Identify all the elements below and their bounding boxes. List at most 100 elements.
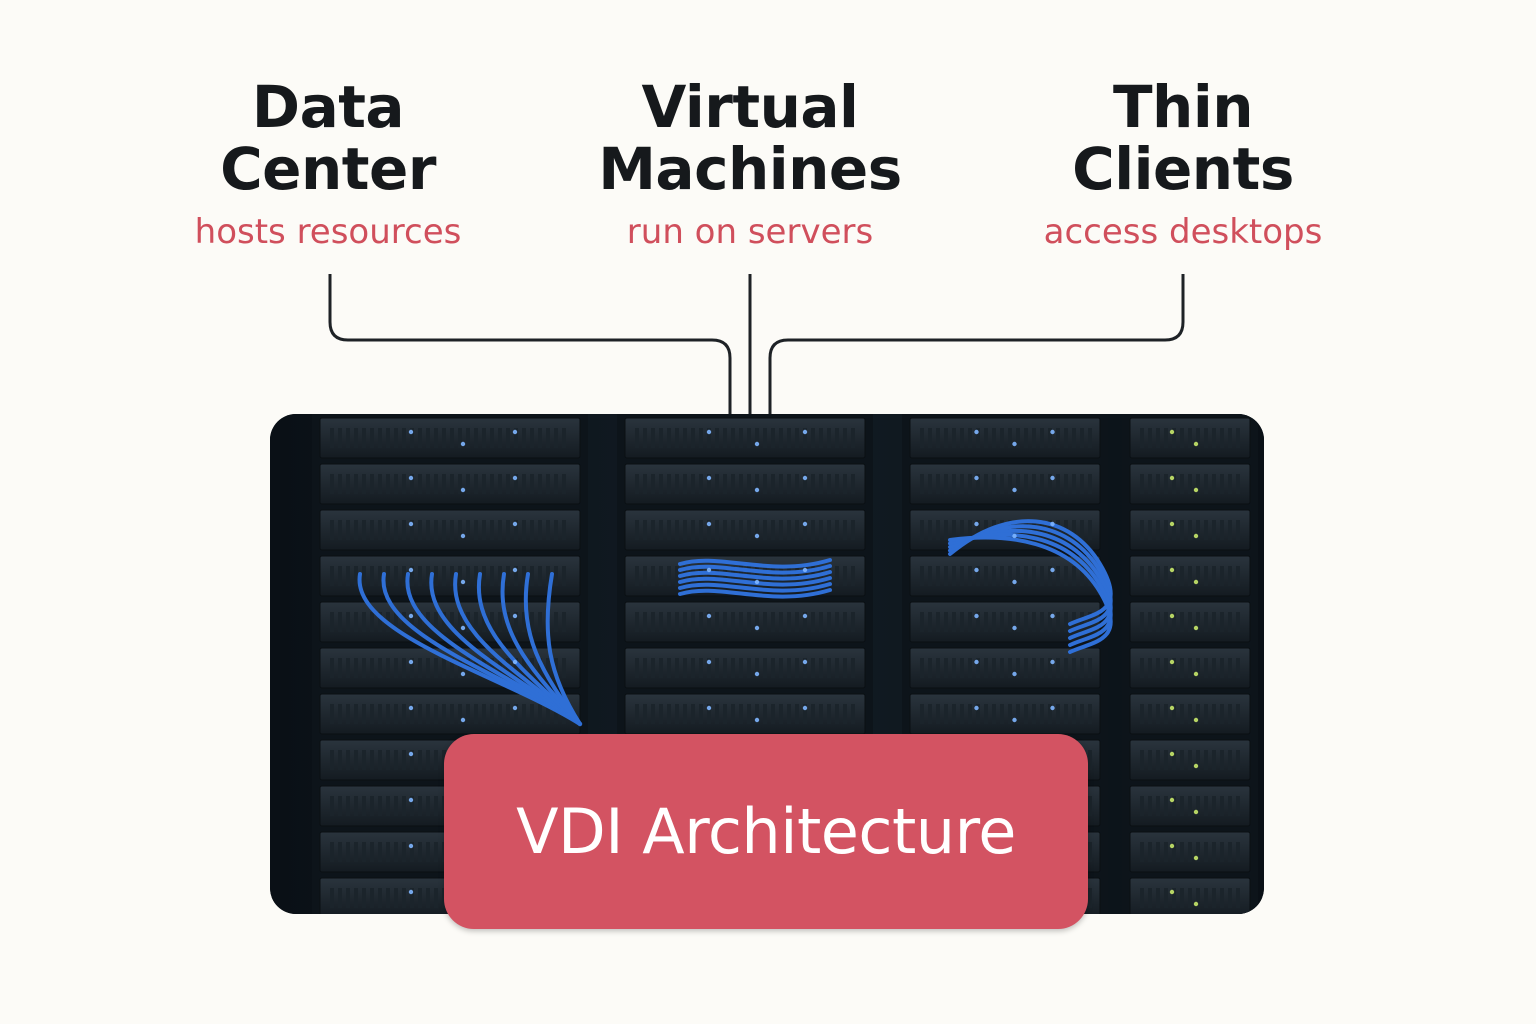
vent-slot	[1064, 474, 1068, 494]
vent-slot	[1204, 474, 1208, 494]
vent-slot	[992, 658, 996, 678]
vent-slot	[418, 566, 422, 586]
vent-slot	[1056, 658, 1060, 678]
vent-slot	[378, 796, 382, 816]
vent-slot	[1220, 704, 1224, 724]
vent-slot	[1196, 842, 1200, 862]
vent-slot	[787, 658, 791, 678]
vent-slot	[659, 658, 663, 678]
vent-slot	[984, 658, 988, 678]
vent-slot	[968, 428, 972, 448]
vent-slot	[514, 474, 518, 494]
node-subtitle: run on servers	[626, 212, 874, 252]
vent-slot	[1196, 888, 1200, 908]
vent-slot	[819, 704, 823, 724]
vent-slot	[976, 428, 980, 448]
vent-slot	[378, 888, 382, 908]
status-led	[1193, 809, 1199, 815]
status-led	[512, 475, 518, 481]
vent-slot	[1196, 750, 1200, 770]
vent-slot	[1180, 704, 1184, 724]
vent-slot	[811, 474, 815, 494]
vent-slot	[707, 566, 711, 586]
vent-slot	[787, 612, 791, 632]
vent-slot	[1180, 796, 1184, 816]
vent-slot	[635, 566, 639, 586]
vent-slot	[928, 520, 932, 540]
vent-slot	[1236, 520, 1240, 540]
vent-slot	[747, 612, 751, 632]
vent-slot	[370, 612, 374, 632]
vent-slot	[1032, 474, 1036, 494]
vent-slot	[811, 428, 815, 448]
vent-slot	[715, 566, 719, 586]
connector-thin-clients	[768, 274, 1185, 416]
node-virtual-machines: Virtual Machines run on servers	[540, 76, 960, 254]
vent-slot	[402, 428, 406, 448]
status-led	[408, 843, 414, 849]
connector-data-center	[328, 274, 732, 416]
vent-slot	[667, 612, 671, 632]
vent-slot	[554, 566, 558, 586]
vent-slot	[928, 428, 932, 448]
vent-slot	[1204, 612, 1208, 632]
vent-slot	[779, 658, 783, 678]
status-led	[408, 429, 414, 435]
vent-slot	[1180, 520, 1184, 540]
vent-slot	[426, 796, 430, 816]
vent-slot	[346, 612, 350, 632]
vent-slot	[675, 658, 679, 678]
vent-slot	[1172, 520, 1176, 540]
vent-slot	[466, 474, 470, 494]
vent-slot	[386, 750, 390, 770]
vent-slot	[1220, 474, 1224, 494]
vent-slot	[1196, 612, 1200, 632]
vent-slot	[1024, 474, 1028, 494]
vent-slot	[699, 566, 703, 586]
vent-slot	[1088, 428, 1092, 448]
status-led	[1012, 441, 1017, 447]
vent-slot	[402, 888, 406, 908]
vent-slot	[960, 658, 964, 678]
vent-slot	[458, 612, 462, 632]
vent-slot	[1236, 566, 1240, 586]
vent-slot	[691, 612, 695, 632]
vent-slot	[1040, 704, 1044, 724]
vent-slot	[522, 612, 526, 632]
vent-slot	[474, 474, 478, 494]
vent-slot	[731, 612, 735, 632]
vent-slot	[715, 612, 719, 632]
vent-slot	[1188, 566, 1192, 586]
vent-slot	[458, 566, 462, 586]
vent-slot	[378, 658, 382, 678]
vent-slot	[410, 428, 414, 448]
vent-slot	[1164, 566, 1168, 586]
vent-slot	[362, 566, 366, 586]
vent-slot	[1032, 428, 1036, 448]
vent-slot	[1056, 566, 1060, 586]
vent-slot	[683, 612, 687, 632]
vent-slot	[968, 612, 972, 632]
vent-slot	[952, 658, 956, 678]
vent-slot	[731, 658, 735, 678]
vent-slot	[659, 520, 663, 540]
vent-slot	[1064, 704, 1068, 724]
vent-slot	[992, 612, 996, 632]
vdi-architecture-label: VDI Architecture	[516, 795, 1016, 868]
vent-slot	[1048, 658, 1052, 678]
vent-slot	[474, 612, 478, 632]
vent-slot	[330, 474, 334, 494]
vent-slot	[707, 612, 711, 632]
vent-slot	[338, 520, 342, 540]
vent-slot	[739, 520, 743, 540]
vent-slot	[1008, 566, 1012, 586]
status-led	[1050, 659, 1055, 665]
status-led	[1169, 889, 1175, 895]
vent-slot	[490, 612, 494, 632]
status-led	[1193, 763, 1199, 769]
vent-slot	[827, 474, 831, 494]
server-unit	[909, 647, 1101, 689]
vent-slot	[731, 704, 735, 724]
vent-slot	[466, 566, 470, 586]
status-led	[706, 567, 712, 573]
